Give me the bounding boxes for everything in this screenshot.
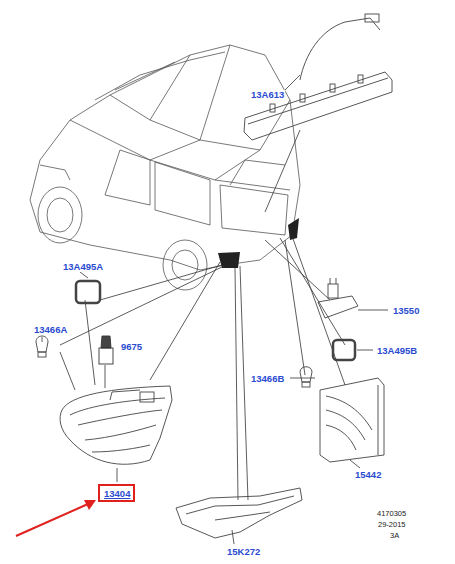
highlighted-callout-box: 13404 <box>98 484 135 502</box>
callout-number: 13A613 <box>250 90 285 100</box>
reference-number: 3A <box>389 532 400 540</box>
callout-number: 13404 <box>104 489 129 499</box>
gasket <box>76 281 100 303</box>
bulb <box>300 367 312 387</box>
vehicle-outline <box>30 45 300 290</box>
callout-number: 13A495B <box>376 346 418 356</box>
licence-lamp <box>318 278 358 318</box>
callout-number: 9675 <box>120 342 143 352</box>
callout-number: 15442 <box>354 470 382 480</box>
reference-number: 4170305 <box>376 510 407 518</box>
bulb <box>36 336 48 357</box>
inner-lamp <box>320 378 384 462</box>
bulb-socket <box>99 336 113 364</box>
leader-lines <box>42 75 388 544</box>
pointer-arrow <box>16 500 96 536</box>
gasket <box>333 340 355 360</box>
callout-number: 13466B <box>250 374 285 384</box>
reflector <box>176 488 302 538</box>
light-bar <box>244 14 392 140</box>
reference-number: 29-2015 <box>377 521 407 529</box>
tail-lamp <box>60 386 172 464</box>
callout-number: 13466A <box>33 325 68 335</box>
callout-number: 13A495A <box>62 262 104 272</box>
callout-number: 13550 <box>392 306 420 316</box>
callout-number: 15K272 <box>226 547 261 557</box>
